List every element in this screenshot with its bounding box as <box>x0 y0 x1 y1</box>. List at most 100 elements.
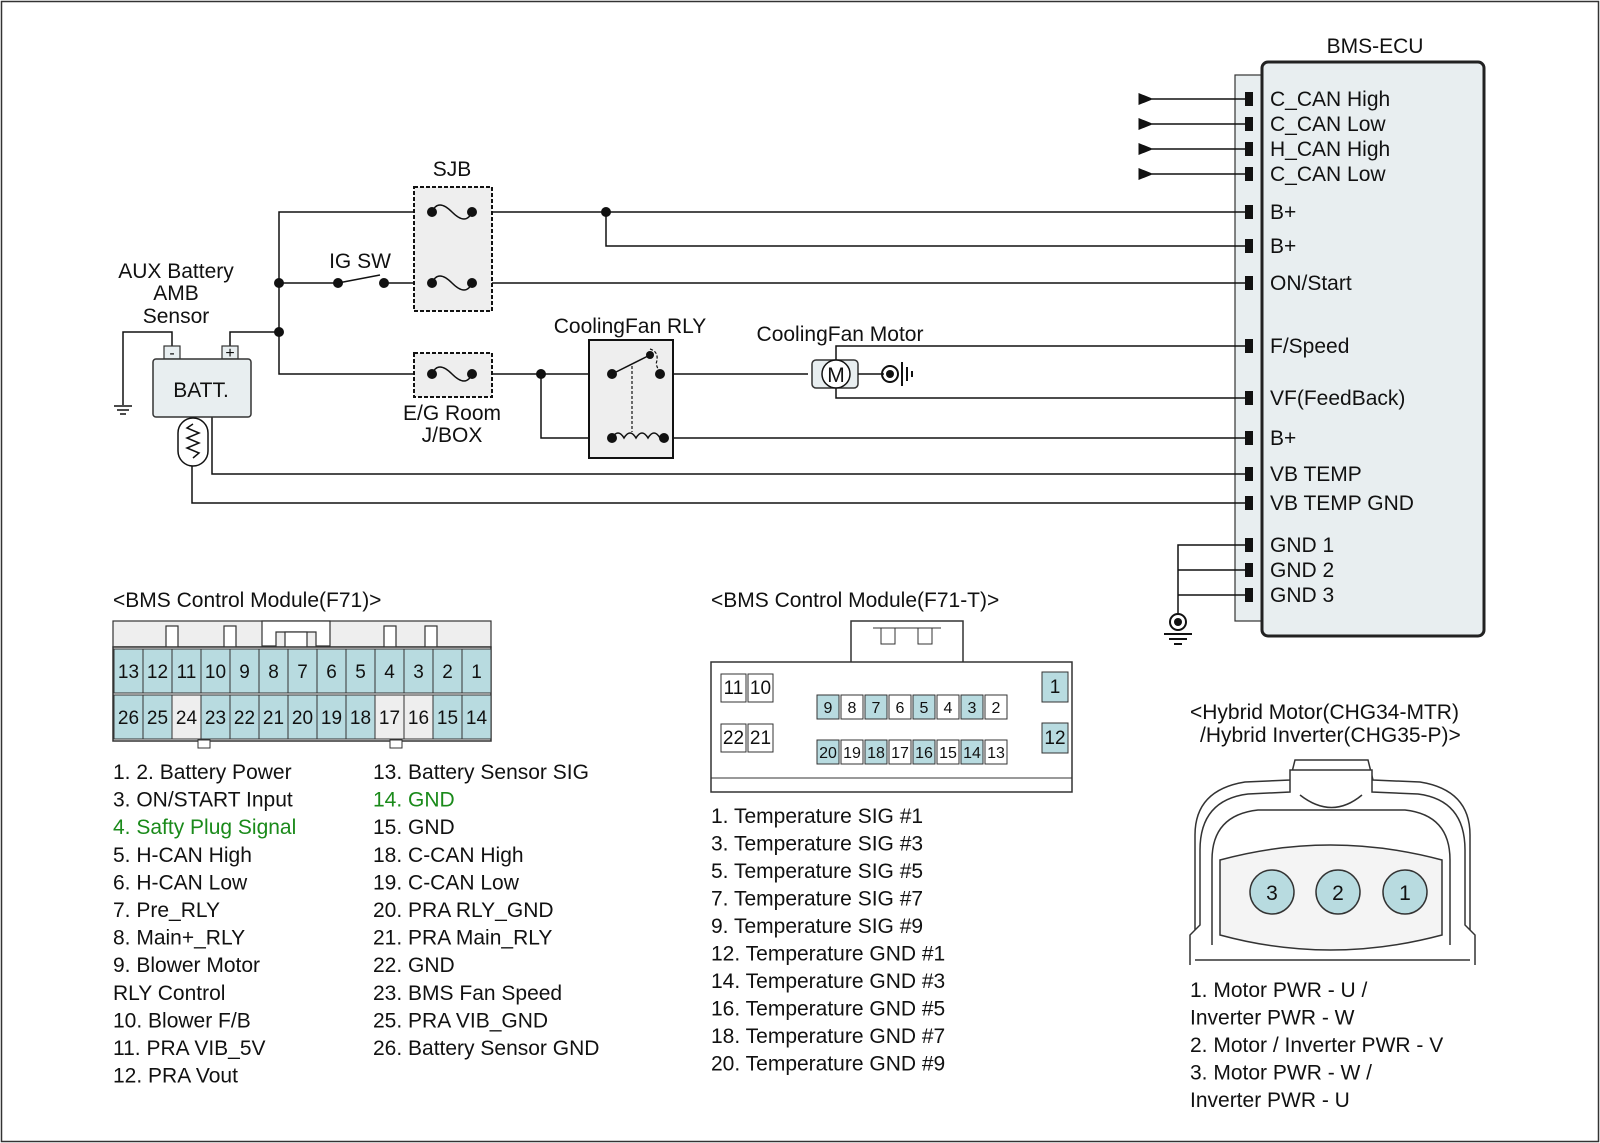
sjb-label: SJB <box>433 158 472 181</box>
f71-pin-cell <box>142 648 173 694</box>
f71t-pin-number: 22 <box>723 728 744 749</box>
f71-pin-cell <box>316 648 347 694</box>
f71t-pin-cell <box>816 739 840 765</box>
ecu-pin-label: F/Speed <box>1270 335 1349 358</box>
f71t-legend-item: 1. Temperature SIG #1 <box>711 805 923 828</box>
f71-pin-cell <box>258 648 289 694</box>
f71t-legend-item: 9. Temperature SIG #9 <box>711 915 923 938</box>
aux-label-line2: AMB <box>153 282 199 305</box>
f71-pin-cell <box>432 694 463 740</box>
aux-label-line1: AUX Battery <box>118 260 234 283</box>
f71-pin-cell <box>200 694 231 740</box>
f71-pin-number: 4 <box>384 662 395 683</box>
f71-legend-item: 26. Battery Sensor GND <box>373 1037 599 1060</box>
f71t-legend-item: 16. Temperature GND #5 <box>711 998 945 1021</box>
f71t-title: <BMS Control Module(F71-T)> <box>711 589 999 612</box>
f71t-pin-cell <box>840 694 864 720</box>
f71-legend-item: 18. C-CAN High <box>373 844 524 867</box>
f71-pin-cell <box>403 648 434 694</box>
f71t-pin-cell <box>984 694 1008 720</box>
ig-switch: IG SW <box>329 250 391 288</box>
ecu-pin-marker <box>1245 239 1253 253</box>
ecu-pin-label: C_CAN Low <box>1270 113 1386 136</box>
f71-legend-item: 3. ON/START Input <box>113 789 293 812</box>
ecu-body <box>1260 60 1486 638</box>
f71t-legend-item: 14. Temperature GND #3 <box>711 970 945 993</box>
f71t-pin-number: 3 <box>968 700 977 717</box>
hybrid-pin <box>1315 869 1361 915</box>
batt-minus-label: - <box>169 345 174 362</box>
f71t-pin-cell <box>936 694 960 720</box>
f71-pin-number: 17 <box>379 708 400 729</box>
f71-pin-number: 24 <box>176 708 198 729</box>
ecu-pin-marker <box>1245 588 1253 602</box>
f71t-pin-cell <box>888 739 912 765</box>
f71t-pin-cell <box>720 723 747 753</box>
f71-pin-number: 8 <box>268 662 279 683</box>
wires <box>122 93 1245 614</box>
ecu-pin-label: B+ <box>1270 427 1296 450</box>
hybrid-legend-item: Inverter PWR - U <box>1190 1089 1350 1112</box>
hybrid-pin <box>1382 869 1428 915</box>
aux-label-line3: Sensor <box>143 305 210 328</box>
f71t-pin-cell <box>888 694 912 720</box>
f71-legend-item: 7. Pre_RLY <box>113 899 220 922</box>
ecu-pin-marker <box>1245 92 1253 106</box>
f71t-pin-cell <box>720 673 747 703</box>
f71t-pin-number: 21 <box>750 728 771 749</box>
f71t-pin-number: 11 <box>724 678 744 699</box>
ecu-pin-label: ON/Start <box>1270 272 1352 295</box>
f71-pin-cell <box>200 648 231 694</box>
f71-legend-item: 11. PRA VIB_5V <box>113 1037 266 1060</box>
f71t-pin-number: 14 <box>963 745 981 762</box>
f71t-pin-cell <box>1041 671 1069 703</box>
f71-legend-item: 4. Safty Plug Signal <box>113 816 296 839</box>
aux-battery: AUX Battery AMB Sensor - + BATT. <box>118 260 252 467</box>
f71-pin-number: 2 <box>442 662 453 683</box>
f71-pin-number: 5 <box>355 662 366 683</box>
f71-pin-number: 13 <box>118 662 139 683</box>
f71t-legend-item: 5. Temperature SIG #5 <box>711 860 923 883</box>
f71t-pin-number: 4 <box>944 700 953 717</box>
f71-legend-item: 21. PRA Main_RLY <box>373 927 552 950</box>
ecu-pin-label: C_CAN High <box>1270 88 1390 111</box>
f71t-pin-number: 2 <box>992 700 1001 717</box>
f71-pin-cell <box>461 694 492 740</box>
f71-pin-number: 20 <box>292 708 313 729</box>
f71-legend-item: 25. PRA VIB_GND <box>373 1009 548 1032</box>
junction-dots <box>274 207 611 379</box>
hybrid-pin-number: 3 <box>1266 882 1278 905</box>
ecu-pin-label: H_CAN High <box>1270 138 1390 161</box>
f71-pin-cell <box>258 694 289 740</box>
f71-legend-item: 14. GND <box>373 789 455 812</box>
f71-title: <BMS Control Module(F71)> <box>113 589 381 612</box>
f71t-pin-cell <box>840 739 864 765</box>
f71t-pin-number: 10 <box>750 678 771 699</box>
ecu-pin-marker <box>1245 563 1253 577</box>
f71t-pin-cell <box>1041 722 1069 754</box>
f71-pin-number: 18 <box>350 708 371 729</box>
f71-pin-number: 25 <box>147 708 168 729</box>
f71t-legend: 1. Temperature SIG #13. Temperature SIG … <box>711 805 945 1076</box>
f71t-pin-number: 7 <box>872 700 881 717</box>
f71-legend-item: 22. GND <box>373 954 455 977</box>
f71-pin-cell <box>113 694 144 740</box>
ecu-pin-marker <box>1245 431 1253 445</box>
f71-pin-cell <box>316 694 347 740</box>
fuse-icon <box>431 204 473 291</box>
ecu-pin-label: VF(FeedBack) <box>1270 387 1405 410</box>
f71t-legend-item: 7. Temperature SIG #7 <box>711 888 923 911</box>
ecu-pin-marker <box>1245 496 1253 510</box>
hybrid-title-line2: /Hybrid Inverter(CHG35-P)> <box>1200 724 1461 747</box>
eg-room-label-line1: E/G Room <box>403 402 501 425</box>
f71-legend-item: 10. Blower F/B <box>113 1009 251 1032</box>
ecu-pin-label: VB TEMP GND <box>1270 492 1414 515</box>
cooling-fan-relay: CoolingFan RLY <box>554 315 706 459</box>
f71-pin-number: 21 <box>263 708 284 729</box>
hybrid-legend-item: 3. Motor PWR - W / <box>1190 1062 1372 1085</box>
